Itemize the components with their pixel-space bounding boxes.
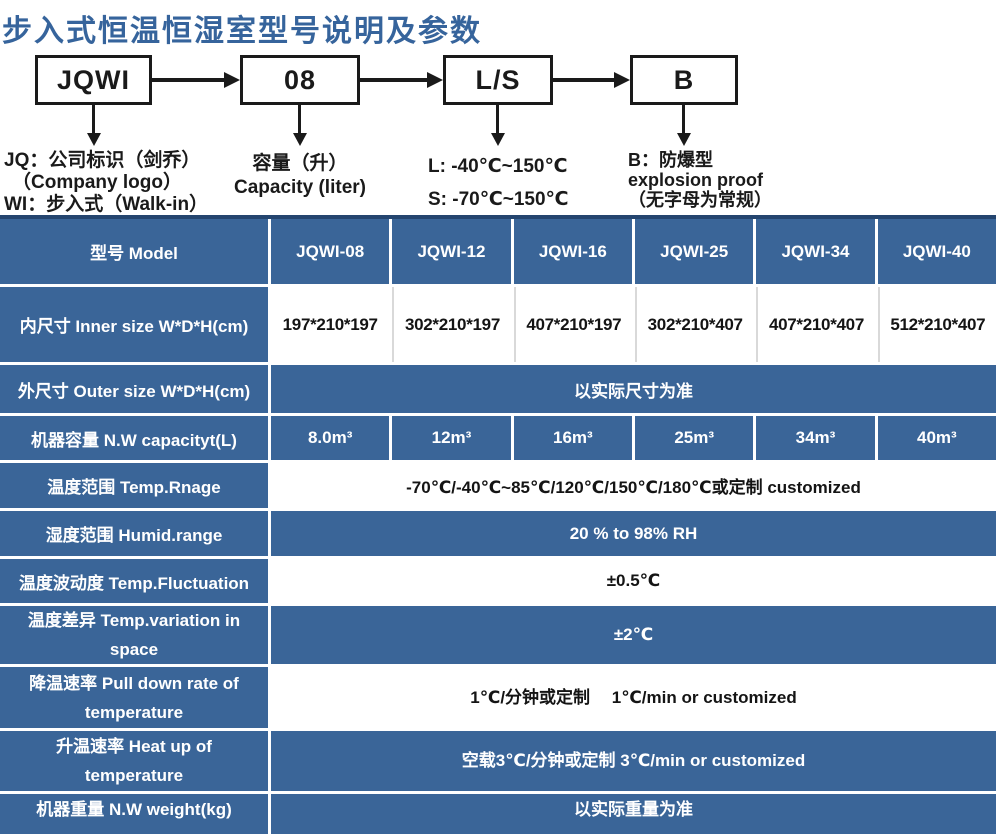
note-capacity-code: 容量（升） Capacity (liter) [210, 152, 390, 200]
column-header: JQWI-12 [392, 219, 511, 284]
cell-value: 302*210*197 [392, 287, 511, 362]
table-row-temp-fluctuation: 温度波动度 Temp.Fluctuation ±0.5℃ [0, 559, 996, 603]
flow-box-capacity-code: 08 [240, 55, 360, 105]
row-label: 降温速率 Pull down rate of temperature [0, 667, 268, 728]
spec-table: 型号 Model JQWI-08 JQWI-12 JQWI-16 JQWI-25… [0, 215, 996, 837]
note-company-code: JQ：公司标识（剑乔） （Company logo） WI：步入式（Walk-i… [4, 150, 208, 216]
cell-value: 302*210*407 [635, 287, 754, 362]
note-line: 容量（升） [252, 153, 348, 174]
cell-value: 12m³ [392, 416, 511, 460]
row-label: 温度差异 Temp.variation in space [0, 606, 268, 664]
arrow-right-icon [360, 78, 429, 82]
cell-value: 空载3℃/分钟或定制 3℃/min or customized [271, 731, 996, 791]
table-header-row: 型号 Model JQWI-08 JQWI-12 JQWI-16 JQWI-25… [0, 219, 996, 284]
note-explosion-code: B：防爆型 explosion proof （无字母为常规） [628, 150, 772, 210]
column-header: JQWI-16 [513, 219, 632, 284]
column-header: JQWI-34 [756, 219, 875, 284]
table-row-temp-variation: 温度差异 Temp.variation in space ±2℃ [0, 606, 996, 664]
table-row-pulldown-rate: 降温速率 Pull down rate of temperature 1℃/分钟… [0, 667, 996, 728]
flow-box-temp-code: L/S [443, 55, 553, 105]
arrow-down-icon [92, 105, 95, 134]
arrow-down-icon [491, 133, 505, 146]
cell-value: 40m³ [877, 416, 996, 460]
cell-value: 34m³ [756, 416, 875, 460]
row-label: 机器容量 N.W capacityt(L) [0, 416, 268, 460]
note-temp-code: L: -40℃~150℃ S: -70℃~150℃ [428, 150, 569, 216]
row-label: 型号 Model [0, 219, 268, 284]
cell-value: 以实际尺寸为准 [271, 365, 996, 413]
flow-box-explosion-code: B [630, 55, 738, 105]
column-header: JQWI-08 [271, 219, 390, 284]
table-row-weight: 机器重量 N.W weight(kg) 以实际重量为准 [0, 794, 996, 834]
note-line: B：防爆型 [628, 150, 713, 170]
row-label: 内尺寸 Inner size W*D*H(cm) [0, 287, 268, 362]
cell-value: 16m³ [513, 416, 632, 460]
arrow-down-icon [293, 133, 307, 146]
table-row-inner-size: 内尺寸 Inner size W*D*H(cm) 197*210*197 302… [0, 287, 996, 362]
cell-value: 407*210*407 [756, 287, 875, 362]
table-row-outer-size: 外尺寸 Outer size W*D*H(cm) 以实际尺寸为准 [0, 365, 996, 413]
arrow-right-icon [152, 78, 226, 82]
note-line: explosion proof [628, 170, 763, 190]
cell-value: 25m³ [635, 416, 754, 460]
note-line: （无字母为常规） [628, 190, 772, 210]
table-row-capacity: 机器容量 N.W capacityt(L) 8.0m³ 12m³ 16m³ 25… [0, 416, 996, 460]
cell-value: -70℃/-40℃~85℃/120℃/150℃/180℃或定制 customiz… [271, 463, 996, 508]
cell-value: 407*210*197 [513, 287, 632, 362]
table-row-humidity-range: 湿度范围 Humid.range 20 % to 98% RH [0, 511, 996, 556]
row-label: 温度范围 Temp.Rnage [0, 463, 268, 508]
arrow-down-icon [677, 133, 691, 146]
cell-value: 197*210*197 [271, 287, 390, 362]
row-label: 外尺寸 Outer size W*D*H(cm) [0, 365, 268, 413]
arrow-right-icon [224, 72, 240, 88]
arrow-right-icon [427, 72, 443, 88]
row-label: 升温速率 Heat up of temperature [0, 731, 268, 791]
note-line: Capacity (liter) [234, 177, 366, 198]
arrow-down-icon [298, 105, 301, 134]
column-header: JQWI-40 [877, 219, 996, 284]
arrow-down-icon [496, 105, 499, 134]
flow-box-company-code: JQWI [35, 55, 152, 105]
arrow-right-icon [614, 72, 630, 88]
row-label: 机器重量 N.W weight(kg) [0, 794, 268, 834]
row-label: 湿度范围 Humid.range [0, 511, 268, 556]
table-row-temp-range: 温度范围 Temp.Rnage -70℃/-40℃~85℃/120℃/150℃/… [0, 463, 996, 508]
note-line: L: -40℃~150℃ [428, 156, 568, 177]
table-row-heatup-rate: 升温速率 Heat up of temperature 空载3℃/分钟或定制 3… [0, 731, 996, 791]
arrow-down-icon [87, 133, 101, 146]
note-line: JQ：公司标识（剑乔） [4, 150, 201, 171]
cell-value: ±2℃ [271, 606, 996, 664]
cell-value: 1℃/分钟或定制 1℃/min or customized [271, 667, 996, 728]
note-line: WI：步入式（Walk-in） [4, 194, 209, 215]
arrow-right-icon [553, 78, 616, 82]
cell-value: 512*210*407 [877, 287, 996, 362]
note-line: S: -70℃~150℃ [428, 189, 569, 210]
cell-value: 8.0m³ [271, 416, 390, 460]
page-title: 步入式恒温恒湿室型号说明及参数 [2, 15, 482, 48]
column-header: JQWI-25 [635, 219, 754, 284]
cell-value: 以实际重量为准 [271, 794, 996, 834]
cell-value: 20 % to 98% RH [271, 511, 996, 556]
row-label: 温度波动度 Temp.Fluctuation [0, 559, 268, 603]
note-line: （Company logo） [12, 172, 182, 193]
arrow-down-icon [682, 105, 685, 134]
cell-value: ±0.5℃ [271, 559, 996, 603]
